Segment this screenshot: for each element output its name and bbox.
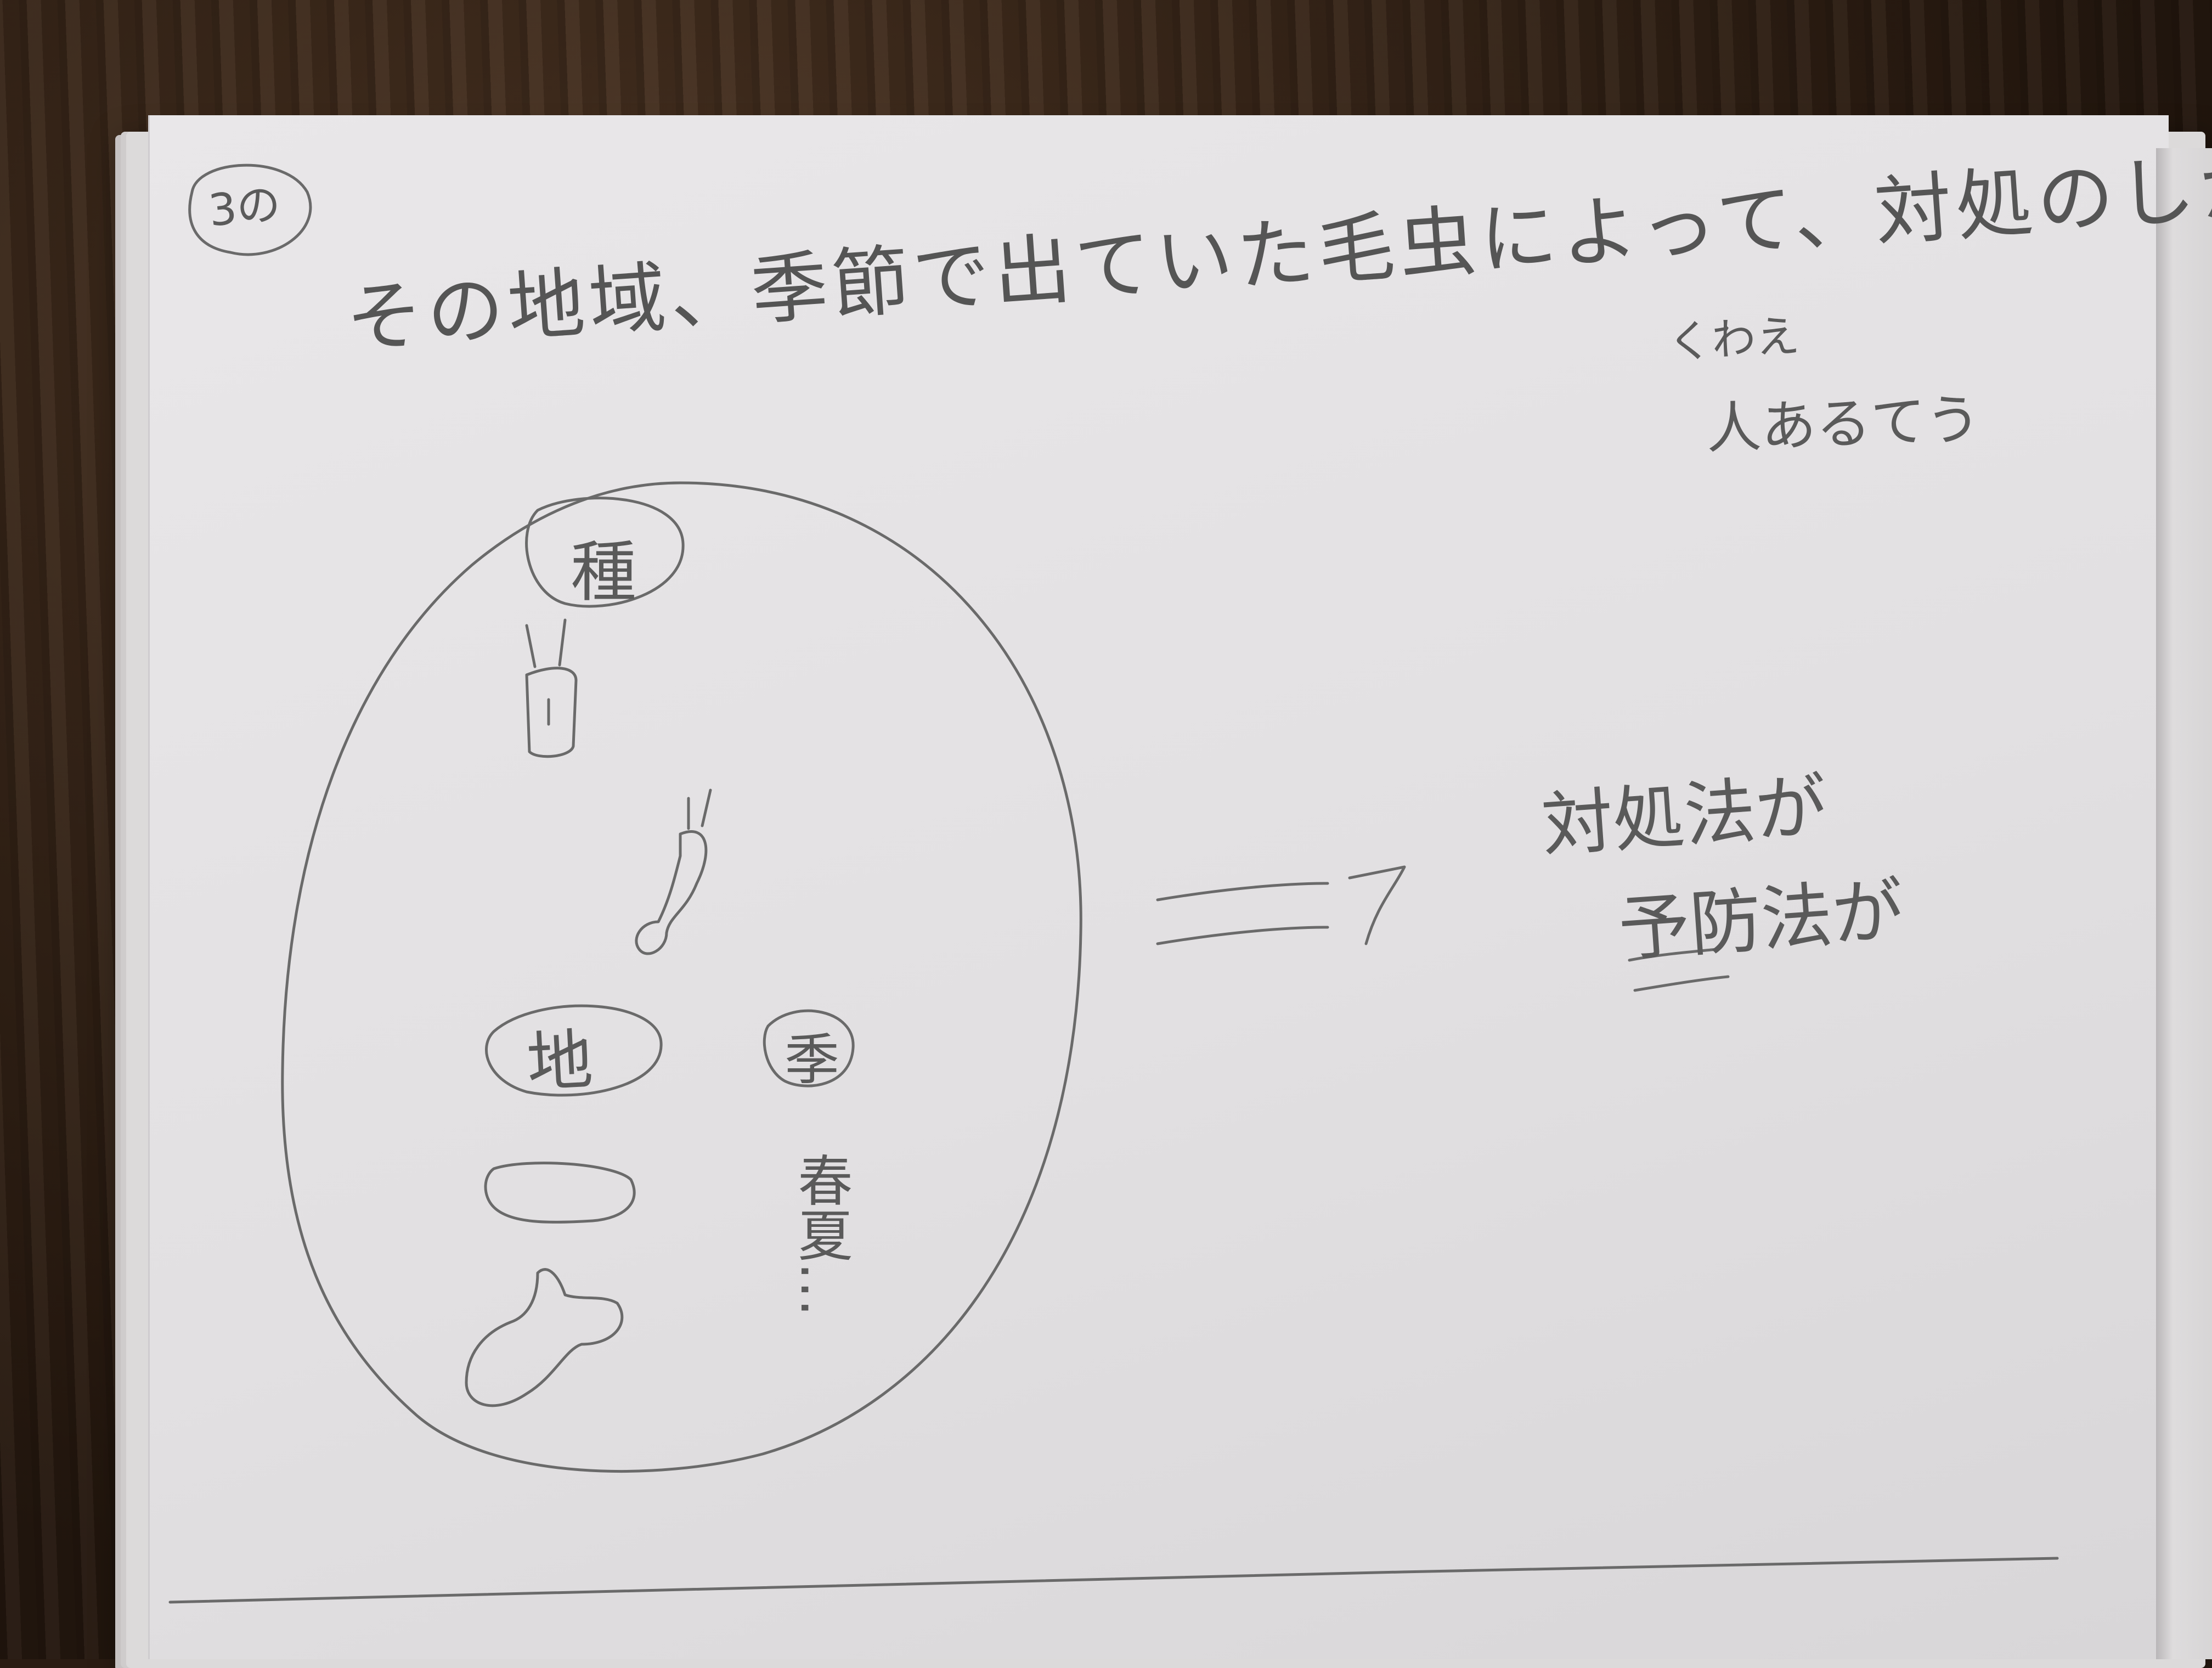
left-label-circle xyxy=(485,1004,663,1097)
large-oval xyxy=(281,481,1082,1473)
right-text-line-2: 予防法が xyxy=(1616,868,1906,972)
notebook-spine-edge xyxy=(2156,148,2212,1659)
page-marker: 3の xyxy=(206,178,283,236)
caterpillar-drawing xyxy=(635,830,708,955)
season-text: 春夏… xyxy=(788,1152,853,1317)
arrow-equal-top xyxy=(1156,882,1329,901)
underline-mark xyxy=(1628,948,1719,962)
right-circle-label: 季 xyxy=(785,1028,839,1092)
right-label-circle xyxy=(763,1009,855,1087)
arrow-head xyxy=(1348,865,1406,945)
insect-drawing-1 xyxy=(525,667,578,758)
aside-text-1: くわえ xyxy=(1666,310,1801,368)
bottom-rule-line xyxy=(168,1557,2059,1604)
top-circle-label: 種 xyxy=(571,534,636,611)
left-circle-label: 地 xyxy=(524,1022,595,1102)
page-marker-circle xyxy=(188,164,312,256)
arrow-equal-bottom xyxy=(1156,926,1329,945)
top-label-circle xyxy=(525,497,685,608)
right-text-line-1: 対処法が xyxy=(1539,764,1830,867)
aside-text-2: 人あるてう xyxy=(1705,387,1982,461)
blob-drawing-1 xyxy=(484,1162,636,1224)
blob-drawing-2 xyxy=(465,1268,624,1407)
notebook-page xyxy=(148,115,2169,1659)
